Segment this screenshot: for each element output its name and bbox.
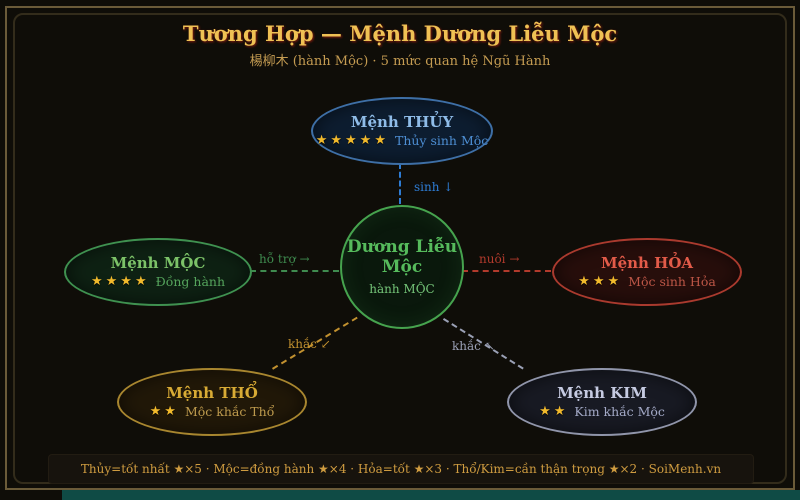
connector-moc-center (250, 270, 339, 272)
connector-thuy-center (399, 163, 401, 204)
center-node-duong-lieu-moc: Dương Liễu Mộc hành MỘC (340, 205, 464, 329)
center-name-line1: Dương Liễu (346, 237, 458, 258)
star-rating: ★★★ (578, 274, 623, 290)
node-menh-tho: Mệnh THỔ ★★ Mộc khắc Thổ (117, 368, 307, 436)
page-title: Tương Hợp — Mệnh Dương Liễu Mộc (182, 21, 618, 46)
node-menh-thuy: Mệnh THỦY ★★★★★ Thủy sinh Mộc (311, 97, 493, 165)
star-rating: ★★ (539, 404, 569, 420)
node-menh-kim: Mệnh KIM ★★ Kim khắc Mộc (507, 368, 697, 436)
connector-label-ho-tro: hỗ trợ → (259, 252, 310, 266)
legend-text: Thủy=tốt nhất ★×5 · Mộc=đồng hành ★×4 · … (80, 462, 722, 476)
node-title: Mệnh HỎA (600, 253, 694, 272)
node-title: Mệnh MỘC (110, 253, 206, 272)
node-note: Mộc khắc Thổ (184, 404, 275, 420)
connector-label-khac-tho: khắc ↙ (288, 337, 331, 351)
node-note: Kim khắc Mộc (574, 404, 665, 420)
node-title: Mệnh KIM (557, 383, 647, 402)
star-rating: ★★ (149, 404, 179, 420)
node-title: Mệnh THỦY (350, 112, 454, 131)
node-title: Mệnh THỔ (166, 383, 258, 402)
node-menh-moc: Mệnh MỘC ★★★★ Đồng hành (64, 238, 252, 306)
node-menh-hoa: Mệnh HỎA ★★★ Mộc sinh Hỏa (552, 238, 742, 306)
node-note: Mộc sinh Hỏa (628, 274, 716, 290)
star-rating: ★★★★ (91, 274, 150, 290)
center-name-line2: Mộc (381, 257, 423, 277)
legend-bar: Thủy=tốt nhất ★×5 · Mộc=đồng hành ★×4 · … (48, 454, 754, 484)
node-note: Đồng hành (155, 274, 225, 290)
star-rating: ★★★★★ (315, 133, 389, 149)
page-subtitle: 楊柳木 (hành Mộc) · 5 mức quan hệ Ngũ Hành (249, 54, 551, 69)
node-note: Thủy sinh Mộc (394, 133, 489, 149)
connector-center-hoa (462, 270, 551, 272)
center-subtitle: hành MỘC (369, 281, 435, 296)
bottom-teal-strip (62, 490, 800, 500)
connector-label-khac-kim: khắc ↖ (452, 339, 495, 353)
connector-label-sinh: sinh ↓ (414, 180, 454, 194)
connector-label-nuoi: nuôi → (479, 252, 520, 266)
